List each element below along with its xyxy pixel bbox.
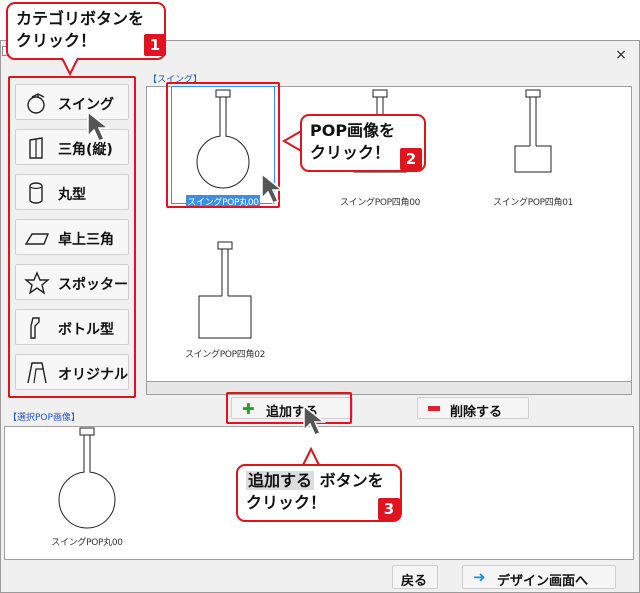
pop-item-swing-square-02[interactable]: スイングPOP四角02 <box>170 240 280 361</box>
delete-button[interactable]: 削除する <box>417 397 529 420</box>
category-button-triangle-vertical[interactable]: 三角(縦) <box>15 129 129 165</box>
category-button-round[interactable]: 丸型 <box>15 174 129 210</box>
arrow-right-icon: ➜ <box>473 568 486 586</box>
category-label: オリジナル <box>58 367 128 383</box>
callout-text: ボタンを <box>314 471 384 490</box>
pop-item-caption: スイングPOP四角01 <box>492 198 574 208</box>
selected-pop-caption: スイングPOP丸00 <box>51 538 123 548</box>
go-to-design-button[interactable]: ➜ デザイン画面へ <box>462 565 616 589</box>
callout-text: クリック！ <box>16 31 97 50</box>
category-label: ボトル型 <box>58 322 114 338</box>
callout-step-3: 追加する ボタンを クリック！ <box>236 464 402 522</box>
swing-round-pop-thumbnail <box>196 89 250 189</box>
swing-square-pop-thumbnail <box>198 241 252 339</box>
triangle-vertical-icon <box>29 137 43 159</box>
category-label: 卓上三角 <box>58 232 114 248</box>
category-button-spotter[interactable]: スポッター <box>15 264 129 300</box>
bottle-icon <box>30 317 40 339</box>
go-to-design-label: デザイン画面へ <box>497 574 589 589</box>
round-icon <box>29 182 43 204</box>
category-label: 三角(縦) <box>58 142 113 158</box>
category-button-original[interactable]: オリジナル <box>15 354 129 390</box>
callout-pointer <box>61 57 79 77</box>
step-badge-3: 3 <box>378 498 400 520</box>
category-panel: スイング 三角(縦) 丸型 卓上三角 スポッター ボトル型 <box>8 78 136 398</box>
annotation-frame-add-button <box>226 392 352 424</box>
annotation-frame-pop-item <box>166 82 280 208</box>
spotter-icon <box>24 271 50 295</box>
plus-icon: ✚ <box>242 400 255 418</box>
delete-button-label: 削除する <box>450 405 503 420</box>
tabletop-triangle-icon <box>24 233 50 245</box>
close-icon[interactable]: × <box>615 47 627 63</box>
callout-text: カテゴリボタンを <box>16 9 145 28</box>
swing-round-pop-thumbnail <box>58 427 116 529</box>
mouse-cursor-icon <box>261 172 285 204</box>
callout-step-2: POP画像を クリック！ <box>300 114 426 172</box>
callout-text: POP画像を <box>310 121 396 140</box>
pop-item-caption: スイングPOP四角00 <box>339 198 421 208</box>
category-label: スイング <box>58 97 114 113</box>
callout-highlight: 追加する <box>246 471 315 490</box>
mouse-cursor-icon <box>87 110 111 142</box>
category-label: スポッター <box>58 277 128 293</box>
callout-text: クリック！ <box>246 493 327 512</box>
mouse-cursor-icon <box>303 404 327 436</box>
category-label: 丸型 <box>58 187 86 203</box>
selected-pop-item[interactable]: スイングPOP丸00 <box>32 426 142 549</box>
pop-list-section-label: 【スイング】 <box>148 75 203 85</box>
category-button-bottle[interactable]: ボトル型 <box>15 309 129 345</box>
step-badge-1: 1 <box>144 34 166 56</box>
category-button-tabletop-triangle[interactable]: 卓上三角 <box>15 219 129 255</box>
back-button[interactable]: 戻る <box>392 565 438 589</box>
selected-pop-section-label: 【選択POP画像】 <box>8 413 80 423</box>
callout-step-1: カテゴリボタンを クリック！ <box>6 2 166 60</box>
pop-item-swing-round-00[interactable]: スイングPOP丸00 <box>168 88 278 209</box>
swing-square-pop-thumbnail <box>514 89 552 173</box>
swing-icon <box>27 93 45 114</box>
step-badge-2: 2 <box>400 148 422 170</box>
category-button-swing[interactable]: スイング <box>15 84 129 120</box>
pop-item-caption: スイングPOP四角02 <box>184 350 266 360</box>
pop-item-swing-square-01[interactable]: スイングPOP四角01 <box>478 88 588 209</box>
annotation-frame-categories <box>8 76 136 398</box>
minus-icon <box>428 406 440 411</box>
original-icon <box>27 362 47 384</box>
pop-list-horizontal-scrollbar[interactable] <box>146 381 632 395</box>
callout-text: クリック！ <box>310 143 391 162</box>
back-button-label: 戻る <box>401 574 428 589</box>
pop-item-caption: スイングPOP丸00 <box>186 195 260 208</box>
